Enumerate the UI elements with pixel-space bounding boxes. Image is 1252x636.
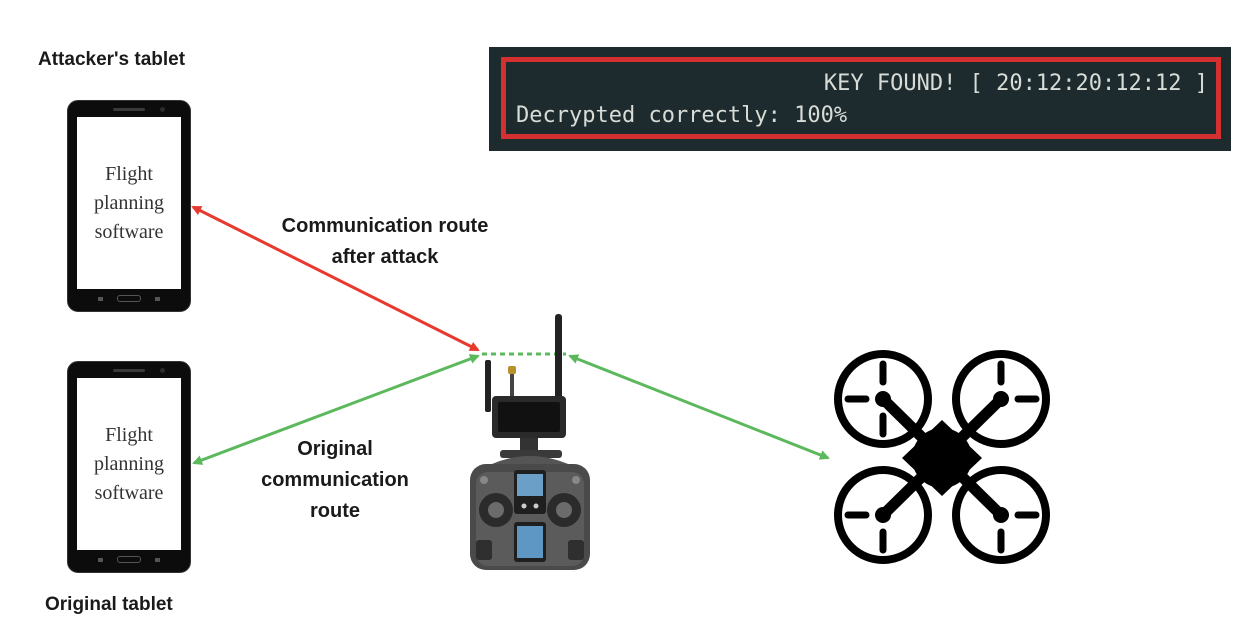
attacker-tablet-label: Attacker's tablet bbox=[38, 49, 186, 70]
attacker-tablet: Flight planning software bbox=[67, 100, 191, 312]
drone-link-arrow bbox=[568, 354, 830, 460]
original-route-label-line3: route bbox=[310, 500, 360, 522]
menu-key-icon bbox=[155, 558, 160, 562]
back-key-icon bbox=[98, 558, 103, 562]
tablet-screen: Flight planning software bbox=[77, 378, 181, 550]
screen-text-line3: software bbox=[94, 220, 164, 243]
speaker bbox=[113, 369, 145, 372]
original-tablet-label: Original tablet bbox=[45, 594, 173, 615]
screen-text-line2: planning bbox=[94, 452, 164, 475]
decrypted-line: Decrypted correctly: 100% bbox=[516, 103, 848, 128]
key-found-line: KEY FOUND! [ 20:12:20:12:12 ] bbox=[823, 71, 1208, 96]
camera-icon bbox=[160, 107, 165, 112]
home-button-icon bbox=[117, 556, 141, 563]
attack-route-arrow bbox=[191, 205, 480, 352]
rc-transmitter-icon bbox=[470, 314, 590, 570]
original-route-label-line2: communication bbox=[261, 469, 409, 491]
screen-text-line3: software bbox=[94, 481, 164, 504]
key-found-highlight: KEY FOUND! [ 20:12:20:12:12 ] Decrypted … bbox=[501, 57, 1221, 139]
screen-text-line1: Flight bbox=[105, 162, 153, 185]
back-key-icon bbox=[98, 297, 103, 301]
original-route-arrow bbox=[192, 354, 480, 465]
menu-key-icon bbox=[155, 297, 160, 301]
original-tablet: Flight planning software bbox=[67, 361, 191, 573]
speaker bbox=[113, 108, 145, 111]
terminal-output: KEY FOUND! [ 20:12:20:12:12 ] Decrypted … bbox=[489, 47, 1231, 151]
camera-icon bbox=[160, 368, 165, 373]
screen-text-line1: Flight bbox=[105, 423, 153, 446]
quadcopter-drone-icon bbox=[834, 350, 1050, 564]
home-button-icon bbox=[117, 295, 141, 302]
tablet-screen: Flight planning software bbox=[77, 117, 181, 289]
screen-text-line2: planning bbox=[94, 191, 164, 214]
